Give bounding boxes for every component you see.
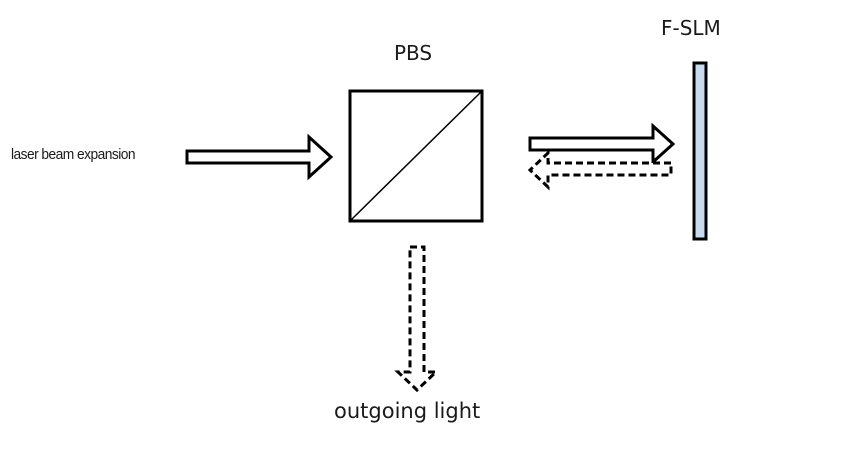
- reflected-beam-arrow: [527, 149, 673, 191]
- f-slm-plate: [692, 61, 708, 241]
- pbs-diagonal: [349, 90, 483, 222]
- pbs-label: PBS: [394, 41, 433, 65]
- forward-beam-arrow: [528, 122, 676, 166]
- input-beam-arrow: [185, 133, 334, 181]
- input-beam-label: laser beam expansion: [11, 146, 136, 163]
- outgoing-light-label: outgoing light: [334, 399, 481, 423]
- outgoing-beam-arrow: [394, 245, 440, 393]
- f-slm-label: F-SLM: [661, 16, 721, 40]
